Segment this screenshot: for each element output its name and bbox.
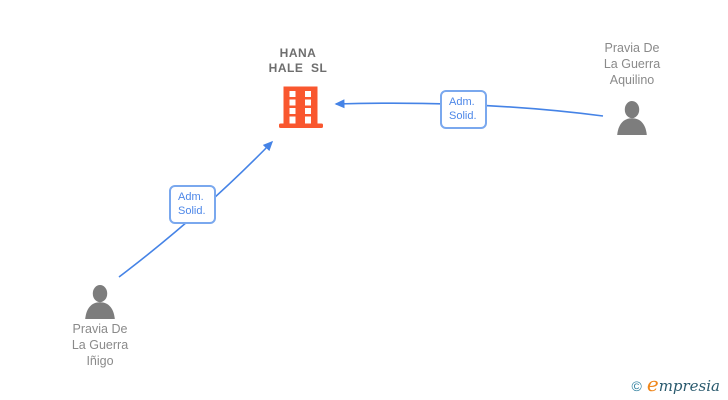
person-name-aquilino[interactable]: Pravia De La Guerra Aquilino: [603, 41, 661, 87]
person-icon-aquilino[interactable]: [612, 101, 652, 135]
edge-label-aquilino: Adm. Solid.: [440, 90, 487, 129]
person-name-inigo[interactable]: Pravia De La Guerra Iñigo: [71, 322, 129, 368]
building-icon[interactable]: [279, 85, 323, 130]
brand-name-rest: mpresia: [658, 377, 720, 395]
edge-label-inigo: Adm. Solid.: [169, 185, 216, 224]
person-silhouette-shape: [617, 101, 647, 135]
copyright-icon: ©: [631, 378, 642, 394]
brand-initial: e: [646, 372, 659, 396]
company-name[interactable]: HANA HALE SL: [268, 46, 328, 75]
person-silhouette-shape: [85, 285, 115, 319]
person-icon-inigo[interactable]: [80, 285, 120, 319]
building-icon-shape: [279, 86, 323, 128]
